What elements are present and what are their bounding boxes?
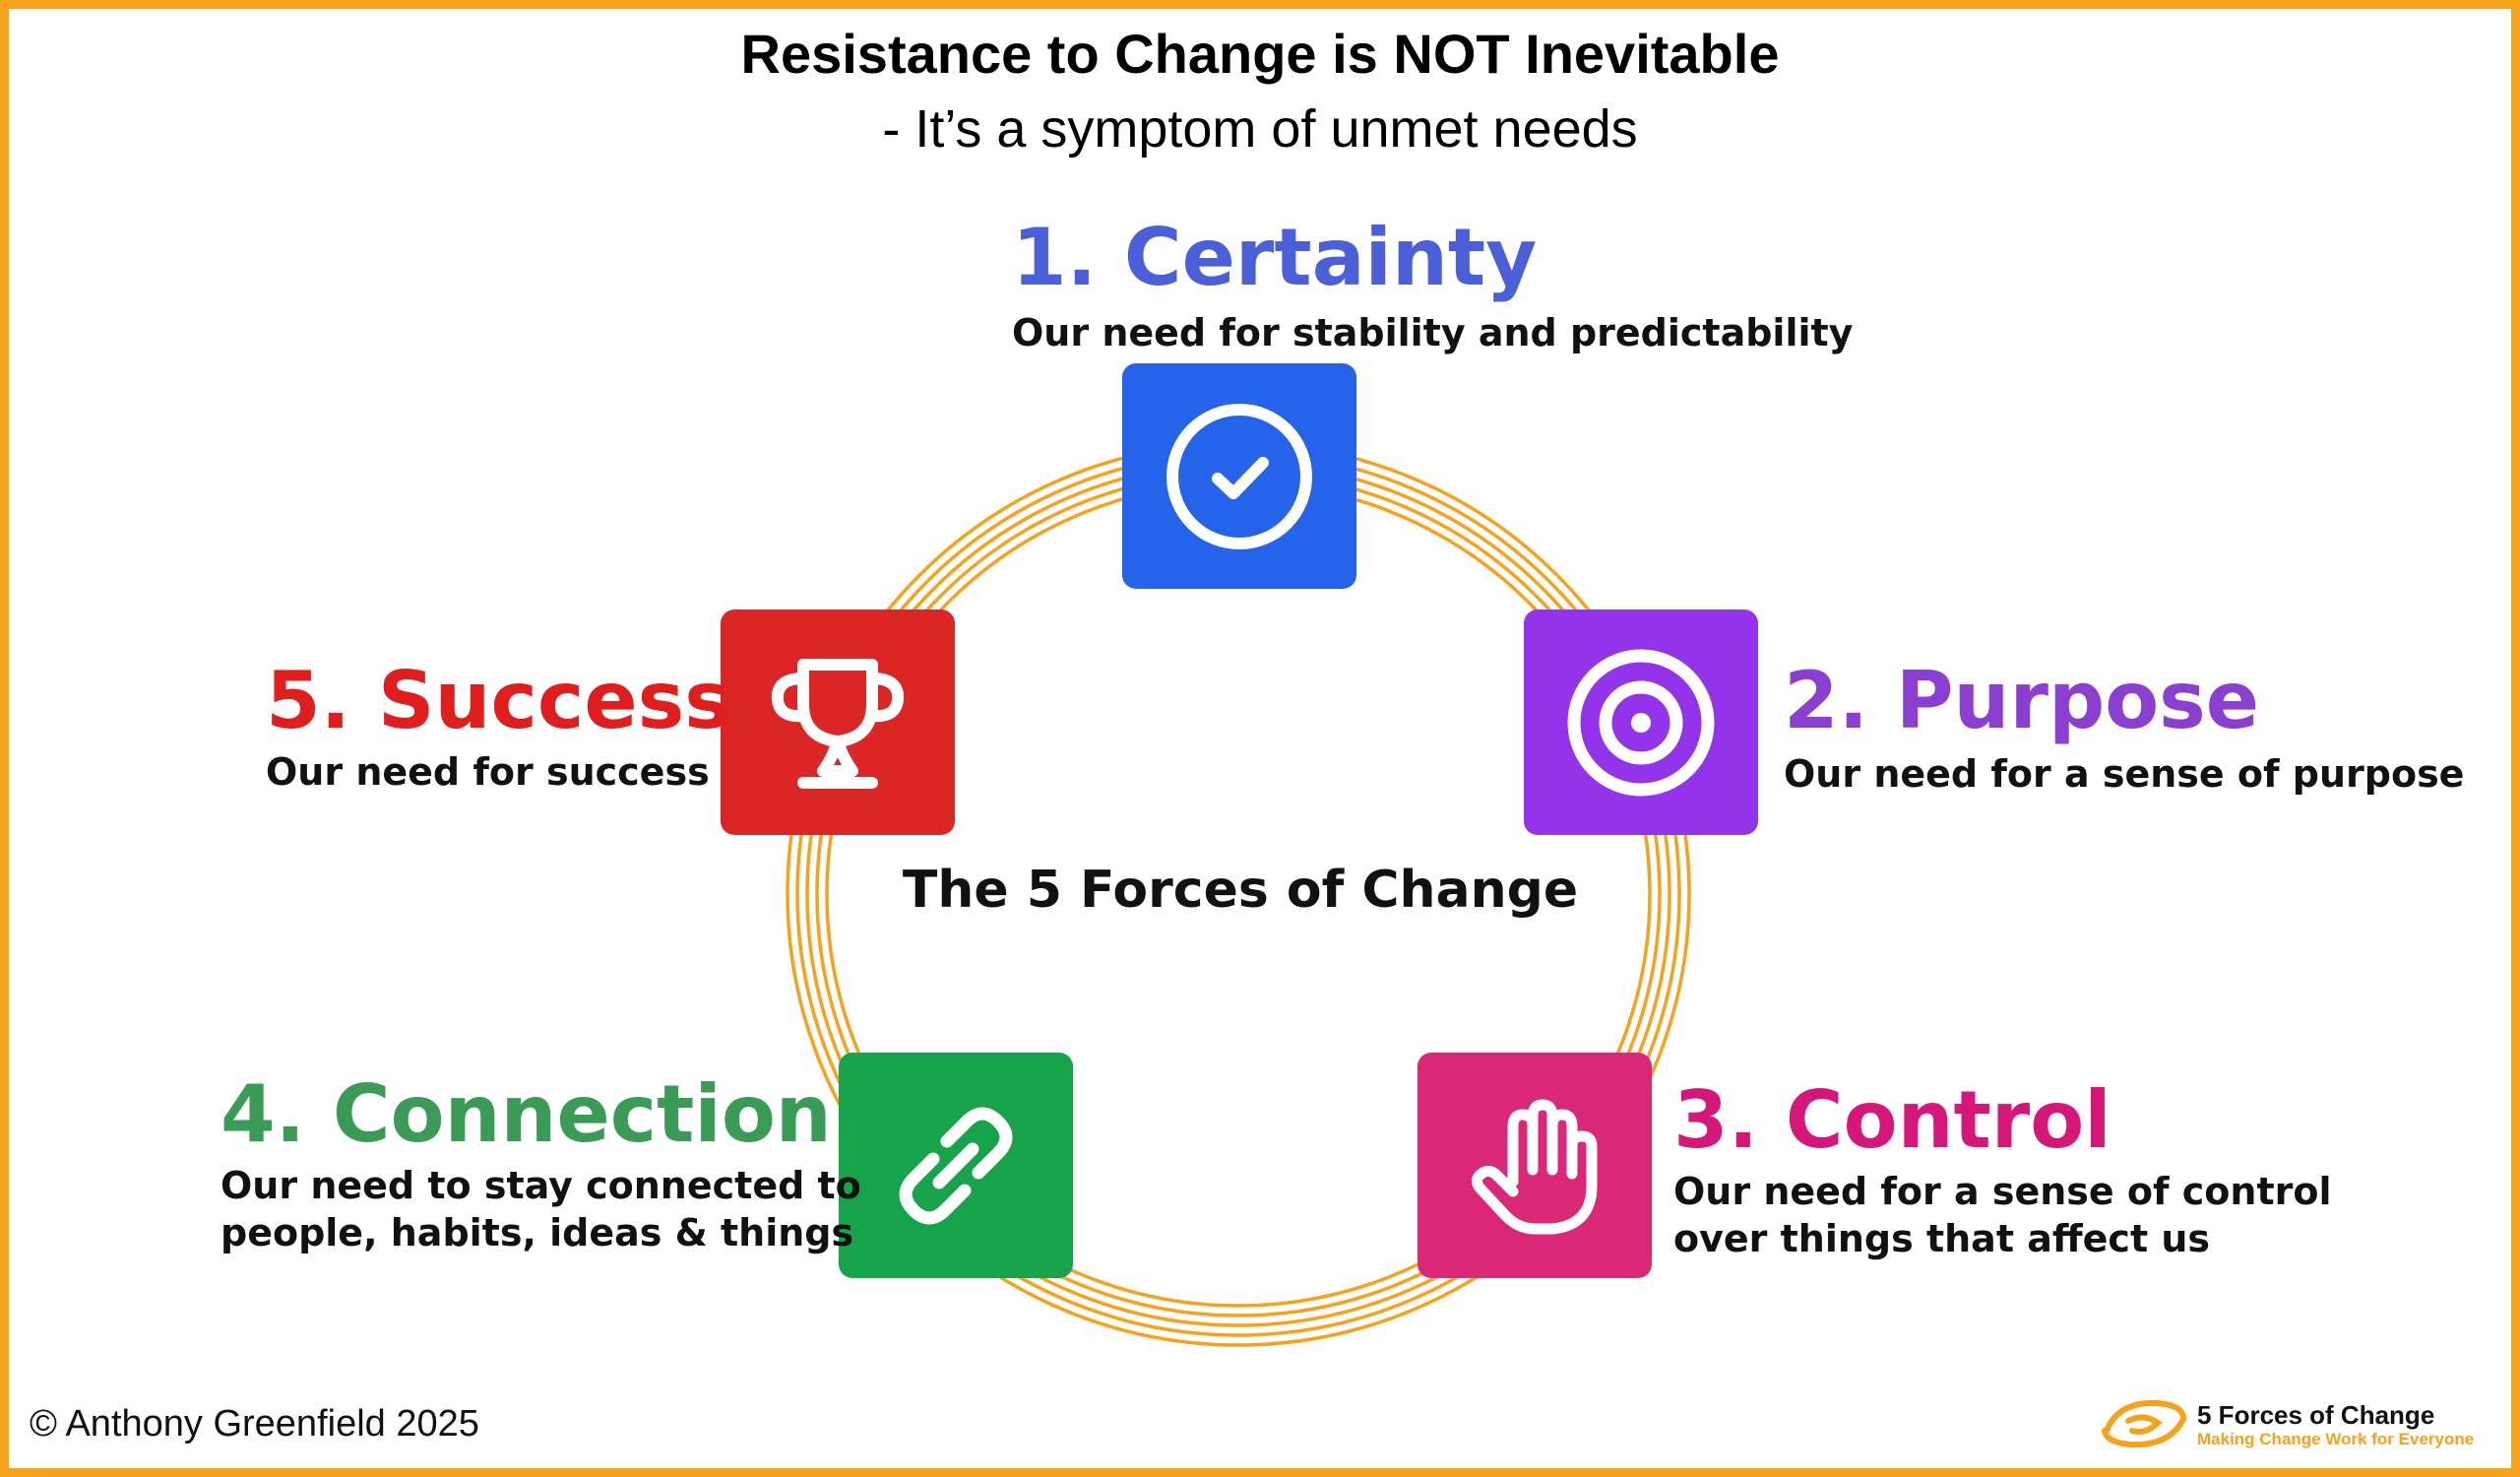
force-desc-control-line1: Our need for a sense of control [1673, 1170, 2332, 1213]
link-icon [899, 1107, 1013, 1224]
purpose-tile [1524, 610, 1758, 835]
page-subtitle: - It’s a symptom of unmet needs [882, 99, 1638, 159]
check-circle-icon [1166, 403, 1312, 549]
force-desc-certainty: Our need for stability and predictabilit… [1012, 311, 1854, 354]
hand-icon [1471, 1099, 1598, 1234]
force-title-purpose: 2. Purpose [1784, 655, 2260, 746]
force-title-control: 3. Control [1673, 1074, 2111, 1166]
connection-tile [839, 1053, 1073, 1278]
center-label: The 5 Forces of Change [902, 861, 1579, 920]
force-desc-connection-line2: people, habits, ideas & things [220, 1211, 854, 1254]
force-desc-connection-line1: Our need to stay connected to [220, 1164, 861, 1207]
brand-name: 5 Forces of Change [2197, 1400, 2435, 1430]
copyright-text: © Anthony Greenfield 2025 [30, 1403, 479, 1445]
brand-tagline: Making Change Work for Everyone [2197, 1430, 2475, 1448]
page-title: Resistance to Change is NOT Inevitable [740, 23, 1780, 85]
certainty-tile [1122, 363, 1356, 589]
swirl-logo-icon [2102, 1399, 2186, 1448]
target-icon [1567, 649, 1715, 796]
force-title-success: 5. Success [266, 655, 731, 746]
force-title-certainty: 1. Certainty [1012, 212, 1538, 303]
force-title-connection: 4. Connection [220, 1068, 832, 1160]
trophy-icon [771, 658, 905, 789]
force-desc-purpose: Our need for a sense of purpose [1784, 752, 2465, 796]
force-desc-control-line2: over things that affect us [1673, 1217, 2211, 1260]
force-desc-success: Our need for success [266, 750, 710, 794]
control-tile [1418, 1053, 1652, 1278]
success-tile [721, 610, 955, 835]
